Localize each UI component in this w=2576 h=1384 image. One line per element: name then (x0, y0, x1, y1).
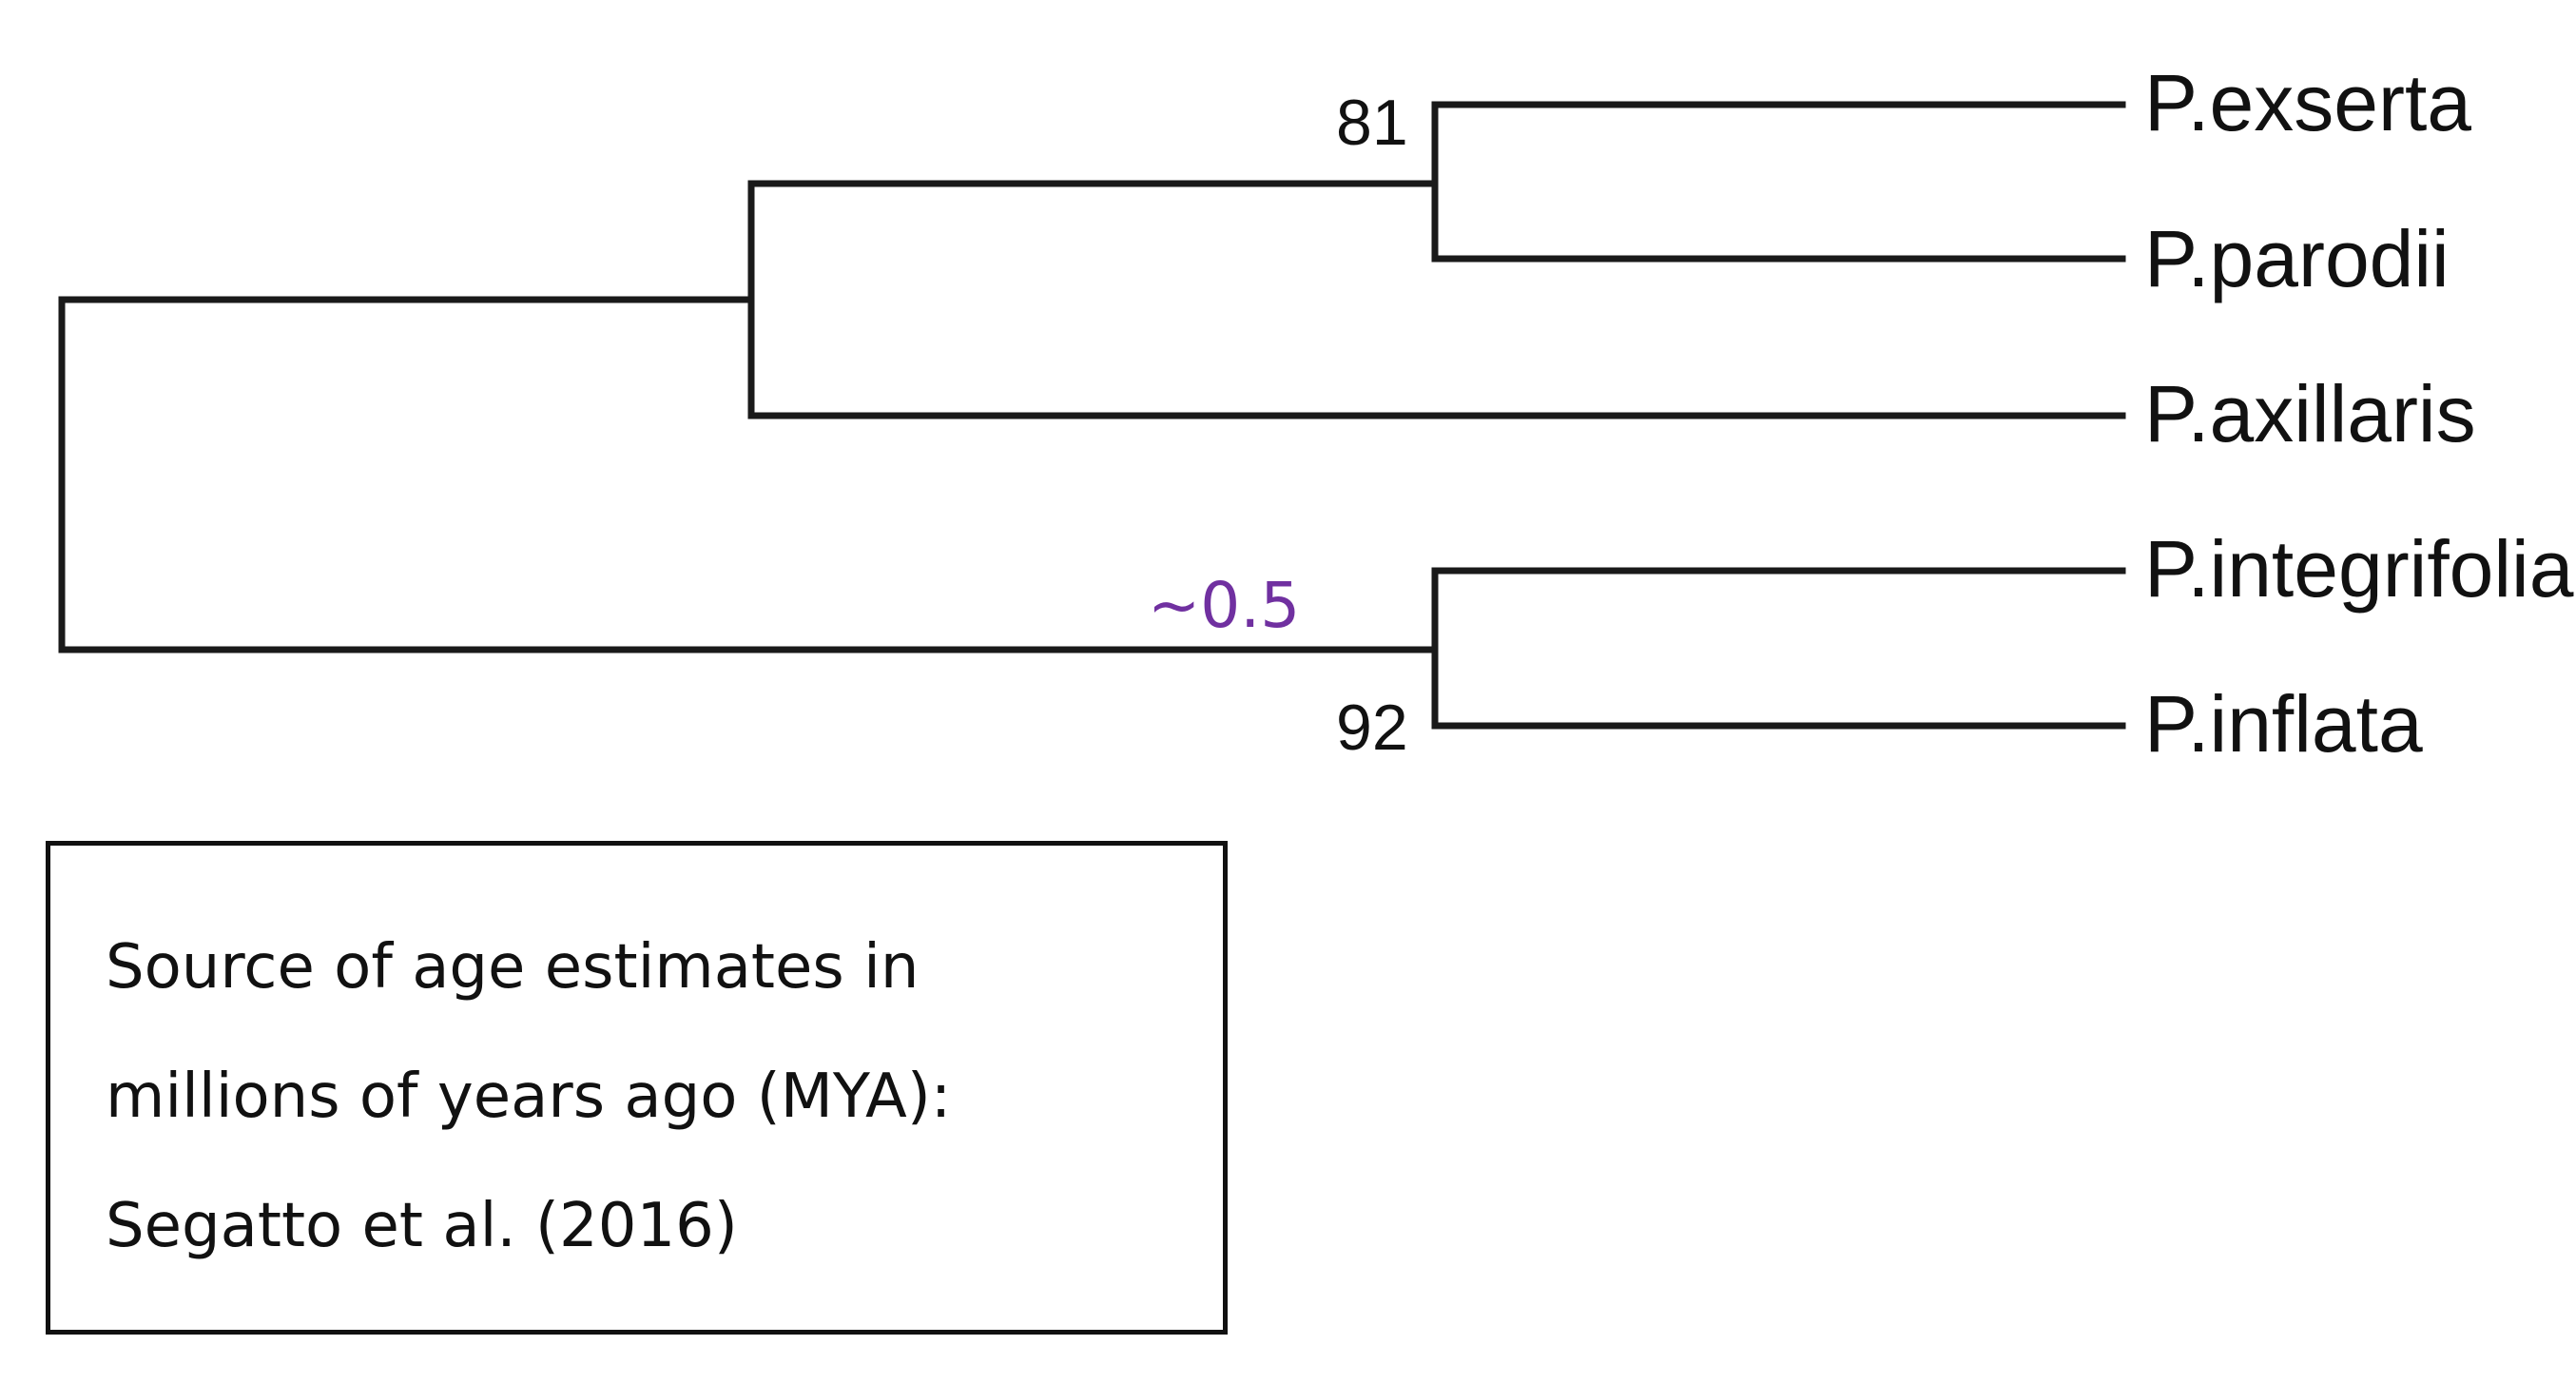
integrifolia-inflata-branch (1431, 567, 2126, 730)
source-note-line-2: millions of years ago (MYA): (106, 1062, 952, 1132)
taxon-label-axillaris: P.axillaris (2144, 369, 2476, 458)
source-note-line-1: Source of age estimates in (106, 932, 920, 1003)
taxon-label-inflata: P.inflata (2144, 679, 2423, 769)
source-note-line-3: Segatto et al. (2016) (106, 1191, 738, 1261)
taxon-label-parodii: P.parodii (2144, 214, 2450, 303)
age-estimate-label: ~0.5 (1148, 569, 1300, 642)
taxon-label-exserta: P.exserta (2144, 58, 2471, 147)
axillaris-clade-branch (747, 180, 2126, 419)
source-note-box: Source of age estimates in millions of y… (46, 841, 1228, 1335)
exserta-parodii-branch (1431, 101, 2126, 263)
support-value-exserta-parodii: 81 (1336, 87, 1408, 159)
support-value-integrifolia-inflata: 92 (1336, 692, 1408, 764)
root-branch (58, 296, 1439, 653)
taxon-label-integrifolia: P.integrifolia (2144, 524, 2574, 614)
